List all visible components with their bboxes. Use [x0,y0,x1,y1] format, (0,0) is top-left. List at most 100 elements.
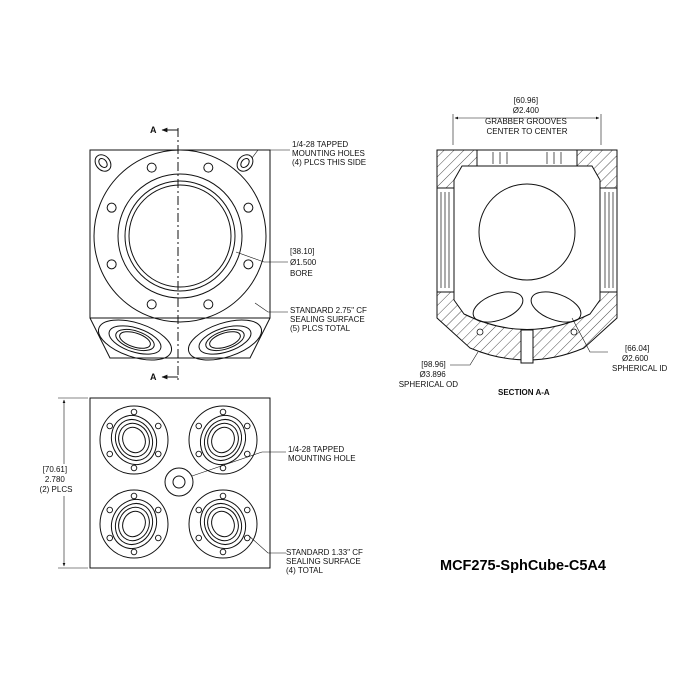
flange-bolt-hole [106,259,117,270]
mini-flange-ring [199,415,247,465]
flange-bolt-hole [203,299,214,310]
mini-sealing-note: STANDARD 1.33" CF SEALING SURFACE (4) TO… [286,548,365,575]
mini-flange-ring [203,503,243,545]
mini-flange-bolt-hole [130,408,138,416]
mini-flange-bolt-hole [130,548,138,556]
corner-hole-top-left-inner [98,158,108,168]
flange-bolt-holes [106,162,254,310]
right-port-opening [599,187,618,293]
small-hole-right [570,328,578,336]
leader-tapped-holes [251,149,290,159]
section-title: SECTION A-A [498,388,550,397]
small-flange-lower-left [97,319,173,361]
mini-flange-bolt-hole [219,408,227,416]
height-label-bg [30,464,84,496]
mini-flange-bolt-hole [195,534,203,542]
mini-flange-ring [207,422,239,458]
corner-hole-top-left [94,154,112,172]
spherical-od-circle [478,183,576,281]
mini-flange-bolt-hole [130,492,138,500]
mini-flange-bolt-hole [219,492,227,500]
mini-flange-bolt-hole [106,422,114,430]
tapped-holes-note: 1/4-28 TAPPED MOUNTING HOLES (4) PLCS TH… [292,140,367,167]
mini-flange-ring [114,419,154,461]
mini-flange-bolt-hole [106,534,114,542]
large-flange-bore-outer [124,180,236,292]
mini-flange-bolt-hole [219,548,227,556]
lower-left-port [472,291,524,323]
flange-bolt-hole [106,202,117,213]
left-port-opening [436,187,455,293]
leader-center-hole [191,451,286,477]
front-view-outline [89,149,271,319]
mini-flange-bolt-hole [195,450,203,458]
top-port-opening [476,149,578,167]
mini-flange-outer [99,405,169,475]
mini-flange-ring [118,506,150,542]
section-view: [60.96] Ø2.400 GRABBER GROOVES CENTER TO… [399,96,668,397]
mini-flange [99,489,169,559]
mini-flange-outer [99,489,169,559]
mini-flange-bolt-hole [154,422,162,430]
mini-flanges [99,405,258,559]
section-mark-top: A [150,125,157,135]
mini-flange-bolt-hole [243,506,251,514]
leader-bore [235,251,288,263]
mini-flange-bolt-hole [243,450,251,458]
large-flange-knife-edge [117,173,243,299]
bottom-tapped-hole [520,329,534,364]
mini-flange-bolt-hole [154,534,162,542]
mini-flange-bolt-hole [154,450,162,458]
mini-flange-bolt-hole [106,506,114,514]
large-sealing-note: STANDARD 2.75" CF SEALING SURFACE (5) PL… [290,306,369,333]
mini-flange [188,489,258,559]
mini-flange-ring [122,426,146,454]
mini-flange-ring [211,510,235,538]
leader-spherical-id [571,317,608,353]
mini-flange-ring [118,422,150,458]
mini-flange-ring [110,499,158,549]
section-spherical-cavity [453,165,601,330]
flange-bolt-hole [146,299,157,310]
spherical-od-note: [98.96] Ø3.896 SPHERICAL OD [399,360,458,389]
corner-hole-top-right [236,154,254,172]
small-hole-left [476,328,484,336]
height-note: [70.61] 2.780 (2) PLCS [40,465,73,494]
mini-flange [99,405,169,475]
mini-flange-bolt-hole [130,464,138,472]
mini-flange-ring [207,506,239,542]
flange-bolt-hole [243,202,254,213]
spherical-id-note: [66.04] Ø2.600 SPHERICAL ID [612,344,667,373]
grabber-note: [60.96] Ø2.400 GRABBER GROOVES CENTER TO… [485,96,569,136]
front-view: A A 1/4-28 TAPPED MOUNTING HOLES (4) PLC… [89,125,369,382]
mini-flange-bolt-hole [195,422,203,430]
mini-flange-ring [199,499,247,549]
mini-flange-outer [188,405,258,475]
large-flange-bore-inner [128,184,232,288]
front-view-lower-chamfer [89,317,271,359]
leader-sealing-surface [254,302,288,313]
flange-bolt-hole [203,162,214,173]
mini-flange [188,405,258,475]
flange-bolt-hole [243,259,254,270]
flange-bolt-hole [146,162,157,173]
mini-flange-ring [122,510,146,538]
mini-flange-bolt-hole [195,506,203,514]
small-flange-lower-right [187,319,263,361]
corner-hole-top-right-inner [240,158,250,168]
center-tapped-hole-inner [172,475,186,489]
mini-flange-ring [110,415,158,465]
section-mark-bottom: A [150,372,157,382]
mini-flange-bolt-hole [243,534,251,542]
lower-right-port [530,291,582,323]
leader-spherical-od [450,351,479,366]
mini-flange-outer [188,489,258,559]
bore-note: [38.10] Ø1.500 BORE [290,247,318,278]
bottom-view-outline [89,397,271,569]
mini-flange-bolt-hole [243,422,251,430]
large-flange-outer [93,149,267,323]
center-tapped-hole-outer [164,467,194,497]
part-number: MCF275-SphCube-C5A4 [440,558,606,574]
mini-flange-ring [114,503,154,545]
